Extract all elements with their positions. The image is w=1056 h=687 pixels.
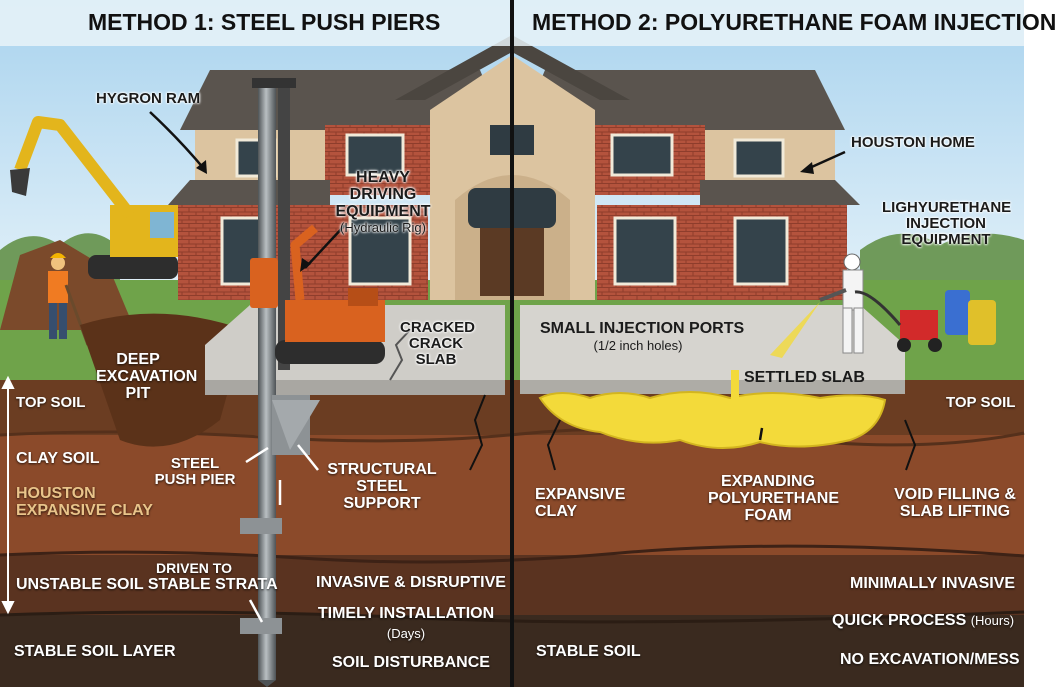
- illustration-canvas: [0, 0, 1025, 687]
- hydraulic-rig: [275, 224, 385, 364]
- injection-equipment: [854, 290, 996, 352]
- heavy-equipment-sub: (Hydraulic Rig): [340, 220, 426, 236]
- cracked-slab-label: CRACKED CRACK SLAB: [400, 319, 475, 368]
- hygron-ram-label: HYGRON RAM: [96, 90, 201, 107]
- title-bar-left: [0, 0, 512, 46]
- right-top-soil: TOP SOIL: [946, 394, 1016, 411]
- heavy-equipment-label: HEAVY DRIVING EQUIPMENT (Hydraulic Rig): [322, 169, 444, 237]
- polyurethane-foam: [538, 391, 887, 449]
- left-title: METHOD 1: STEEL PUSH PIERS: [88, 9, 441, 35]
- excavation-pit-label: DEEP EXCAVATION PIT: [96, 351, 198, 402]
- void-filling-label: VOID FILLING & SLAB LIFTING: [894, 486, 1016, 520]
- heavy-equipment-text: HEAVY DRIVING EQUIPMENT: [335, 169, 431, 220]
- stable-soil-label: STABLE SOIL: [536, 643, 641, 660]
- expansive-clay-label: EXPANSIVE CLAY: [535, 486, 626, 520]
- disturbance-note: SOIL DISTURBANCE: [332, 654, 490, 671]
- houston-home-label: HOUSTON HOME: [851, 134, 975, 151]
- title-bar-right: [512, 0, 1024, 46]
- minimal-note: MINIMALLY INVASIVE: [850, 575, 1016, 592]
- timely-note: TIMELY INSTALLATION: [317, 605, 495, 622]
- houston-clay-label: HOUSTON EXPANSIVE CLAY: [16, 485, 153, 519]
- hours-text: (Hours): [970, 613, 1015, 628]
- pointer-arrows: [149, 111, 846, 441]
- right-slab: [520, 305, 905, 380]
- steel-pier-label: STEEL PUSH PIER: [154, 455, 236, 488]
- push-pier: [240, 78, 320, 687]
- no-excavation-note: NO EXCAVATION/MESS: [840, 651, 1020, 668]
- injection-ports-label: SMALL INJECTION PORTS (1/2 inch holes): [540, 320, 744, 355]
- invasive-note: INVASIVE & DISRUPTIVE: [316, 574, 506, 591]
- quick-process-text: QUICK PROCESS: [832, 612, 967, 629]
- left-clay-soil: CLAY SOIL: [16, 450, 100, 467]
- depth-arrow: [1, 375, 15, 615]
- technician: [770, 253, 864, 358]
- driven-to-label: DRIVEN TO: [156, 560, 232, 576]
- excavation-pit: [80, 313, 245, 447]
- quick-process-note: QUICK PROCESS (Hours): [832, 612, 1015, 630]
- left-top-soil: TOP SOIL: [16, 394, 86, 411]
- stable-soil-layer-label: STABLE SOIL LAYER: [14, 643, 176, 660]
- soil-cracks: [469, 394, 917, 471]
- injection-ports-text: SMALL INJECTION PORTS: [540, 320, 745, 337]
- settled-slab-label: SETTLED SLAB: [744, 369, 865, 386]
- right-title: METHOD 2: POLYURETHANE FOAM INJECTION: [532, 9, 1056, 35]
- structural-support-label: STRUCTURAL STEEL SUPPORT: [327, 461, 437, 512]
- injection-ports-sub: (1/2 inch holes): [593, 337, 683, 353]
- foam-label: EXPANDING POLYURETHANE FOAM: [708, 473, 839, 524]
- injection-equipment-label: LIGHYURETHANE INJECTION EQUIPMENT: [882, 199, 1012, 248]
- unstable-soil-label: UNSTABLE SOIL STABLE STRATA: [16, 576, 278, 593]
- days-note: (Days): [386, 626, 426, 641]
